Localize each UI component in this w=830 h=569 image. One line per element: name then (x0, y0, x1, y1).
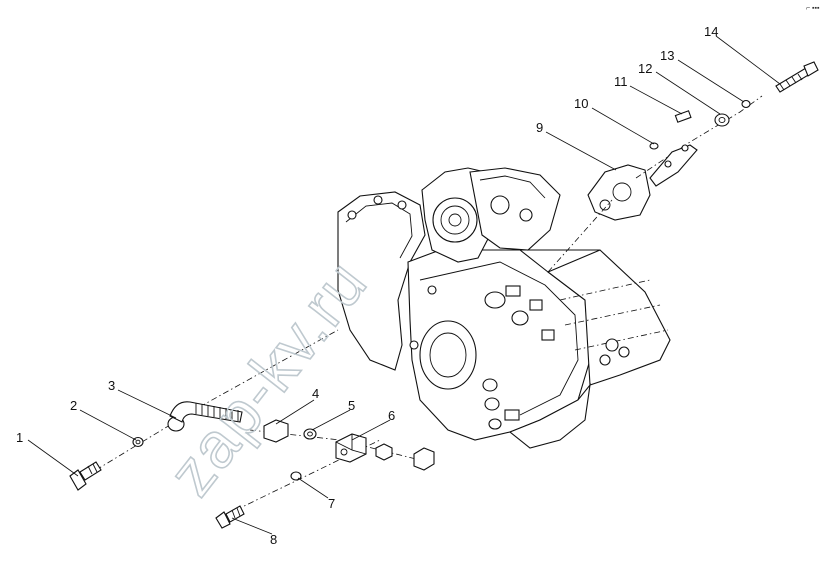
callout-2: 2 (70, 398, 77, 413)
part-13-washer (741, 99, 751, 109)
part-3-pipe (167, 401, 243, 432)
engine-gear-housing (337, 167, 671, 449)
part-10-washer (649, 142, 659, 150)
leader-lines (27, 35, 781, 535)
lower-parts (69, 329, 435, 529)
part-12-sleeve (714, 113, 730, 127)
part-4-nut (263, 419, 289, 443)
part-14-bolt (775, 61, 819, 93)
callout-9: 9 (536, 120, 543, 135)
callout-5: 5 (348, 398, 355, 413)
callout-7: 7 (328, 496, 335, 511)
corner-mark: ⌐ ▪▪▪ (806, 5, 820, 12)
callout-13: 13 (660, 48, 674, 63)
callout-8: 8 (270, 532, 277, 547)
callout-10: 10 (574, 96, 588, 111)
callout-11: 11 (614, 74, 628, 89)
part-11-pin (674, 110, 692, 123)
callout-3: 3 (108, 378, 115, 393)
part-6-clamp-block (335, 433, 367, 463)
part-8-bolt (215, 505, 245, 529)
callout-4: 4 (312, 386, 319, 401)
callout-6: 6 (388, 408, 395, 423)
mounting-bracket (587, 164, 651, 221)
callout-14: 14 (704, 24, 718, 39)
callout-labels: 1 2 3 4 5 6 7 8 9 10 11 12 13 14 (16, 24, 718, 547)
watermark: zap-kv.ru (154, 246, 381, 508)
callout-1: 1 (16, 430, 23, 445)
callout-12: 12 (638, 61, 652, 76)
part-1-bolt (69, 461, 102, 491)
bracket-assembly (547, 61, 819, 273)
part-5-washer (303, 428, 317, 440)
